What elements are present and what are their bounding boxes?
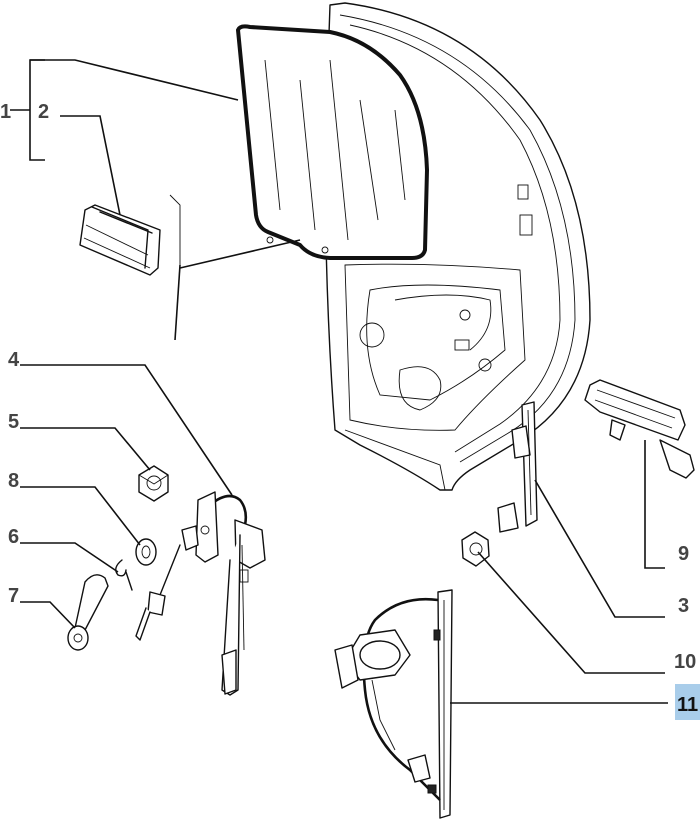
label-9: 9 [678, 543, 689, 565]
leader-lines [10, 59, 668, 704]
label-6: 6 [8, 526, 19, 548]
label-5: 5 [8, 411, 19, 433]
glass-channel [79, 204, 161, 276]
part-labels: 1 2 4 5 8 6 7 9 3 10 11 [0, 101, 700, 720]
label-11-highlight [675, 684, 700, 720]
manual-window-regulator [135, 491, 266, 696]
window-crank-handle [67, 574, 109, 651]
spring-clip-6 [115, 559, 133, 591]
rear-glass-guide [497, 401, 538, 533]
label-10: 10 [674, 651, 696, 673]
electric-window-regulator [334, 589, 453, 819]
label-4: 4 [8, 349, 20, 371]
reference-lines [169, 194, 301, 341]
nut-5 [138, 465, 169, 502]
label-8: 8 [8, 470, 19, 492]
label-2: 2 [38, 101, 49, 123]
label-7: 7 [8, 585, 19, 607]
door-handle [584, 379, 695, 479]
label-11[interactable]: 11 [677, 694, 698, 716]
washer-8 [135, 538, 157, 566]
label-1: 1 [0, 101, 11, 123]
window-glass [236, 24, 429, 260]
label-3: 3 [678, 595, 689, 617]
